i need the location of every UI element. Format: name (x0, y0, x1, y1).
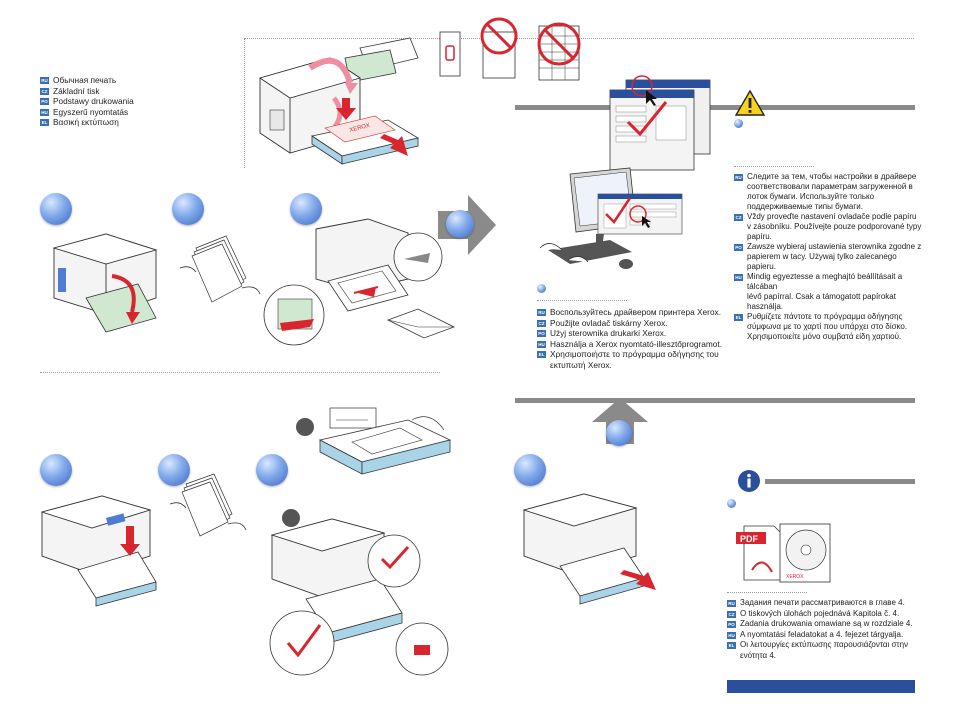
pull-out-tray-illustration (40, 495, 157, 607)
svg-text:XEROX: XEROX (349, 123, 371, 134)
load-envelope-bypass-illustration (263, 218, 456, 346)
step-circle-1-lower (40, 454, 72, 486)
load-paper-tray-illustration (318, 407, 452, 475)
driver-dialog-illustration (609, 75, 711, 171)
step-circle-2-upper (172, 193, 204, 225)
close-tray-guides-illustration (269, 518, 449, 676)
warning-triangle-icon (734, 89, 766, 116)
pdf-cd-illustration: PDF XEROX (736, 523, 831, 583)
sub-step-dot-a (296, 418, 314, 436)
step-circle-2-lower (158, 454, 190, 486)
insert-tray-illustration (522, 493, 656, 605)
middle-left-divider (40, 372, 440, 373)
info-text-divider (727, 592, 807, 593)
footer-blue-bar (727, 680, 915, 693)
driver-bullet-dot (537, 284, 546, 293)
fan-paper-illustration-lower (169, 473, 247, 537)
open-bypass-tray-illustration (52, 233, 158, 333)
step-circle-arrow-right (446, 210, 474, 238)
pdf-label: PDF (740, 534, 759, 544)
fan-paper-illustration-upper (179, 235, 261, 303)
info-bullet-dot (727, 499, 736, 508)
step-circle-1-upper (40, 193, 72, 225)
caution-text-divider (734, 166, 814, 167)
step-circle-arrow-up (606, 420, 632, 446)
info-icon (738, 470, 760, 492)
unsupported-media-icons (439, 17, 581, 81)
printer-overview-illustration: XEROX (258, 37, 420, 165)
step-circle-3-upper (290, 193, 322, 225)
computer-workstation-illustration (539, 167, 683, 269)
right-panel-top-bar (515, 105, 915, 110)
xerox-label: XEROX (786, 574, 804, 580)
info-top-bar (765, 479, 915, 484)
sub-step-dot-b (282, 509, 300, 527)
top-left-vertical-divider (244, 38, 245, 168)
step-circle-4-lower (514, 454, 546, 486)
driver-text-divider (537, 300, 627, 301)
right-panel-bottom-bar (515, 398, 915, 403)
caution-bullet-dot (734, 119, 743, 128)
step-circle-3-lower (256, 454, 288, 486)
